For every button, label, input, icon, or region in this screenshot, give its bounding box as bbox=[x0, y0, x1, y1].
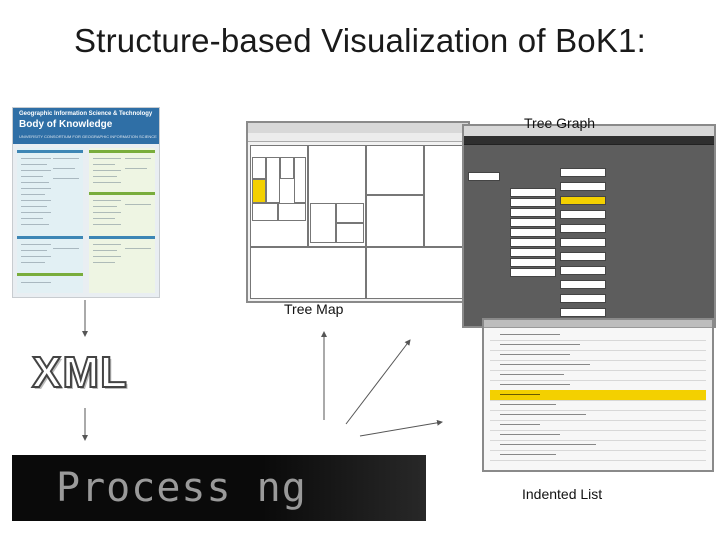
poster-main-title: Body of Knowledge bbox=[19, 119, 113, 130]
bok-poster-image: Geographic Information Science & Technol… bbox=[12, 107, 160, 298]
arrow-to-tree-graph bbox=[345, 339, 411, 425]
poster-subtitle: UNIVERSITY CONSORTIUM FOR GEOGRAPHIC INF… bbox=[19, 134, 157, 139]
tree-graph-label: Tree Graph bbox=[524, 115, 596, 131]
indented-list-label: Indented List bbox=[522, 486, 603, 502]
processing-logo-banner: Process ng bbox=[12, 455, 426, 521]
tree-graph-screenshot bbox=[462, 124, 716, 328]
arrow-to-indented-list bbox=[359, 419, 443, 437]
poster-header: Geographic Information Science & Technol… bbox=[13, 108, 159, 144]
processing-wordmark: Process ng bbox=[56, 465, 307, 511]
tree-map-label: Tree Map bbox=[284, 301, 344, 317]
xml-label: XML bbox=[31, 347, 128, 398]
slide-title: Structure-based Visualization of BoK1: bbox=[74, 22, 646, 59]
poster-top-line: Geographic Information Science & Technol… bbox=[19, 111, 153, 117]
tree-map-screenshot bbox=[246, 121, 470, 303]
indented-list-screenshot bbox=[482, 318, 714, 472]
